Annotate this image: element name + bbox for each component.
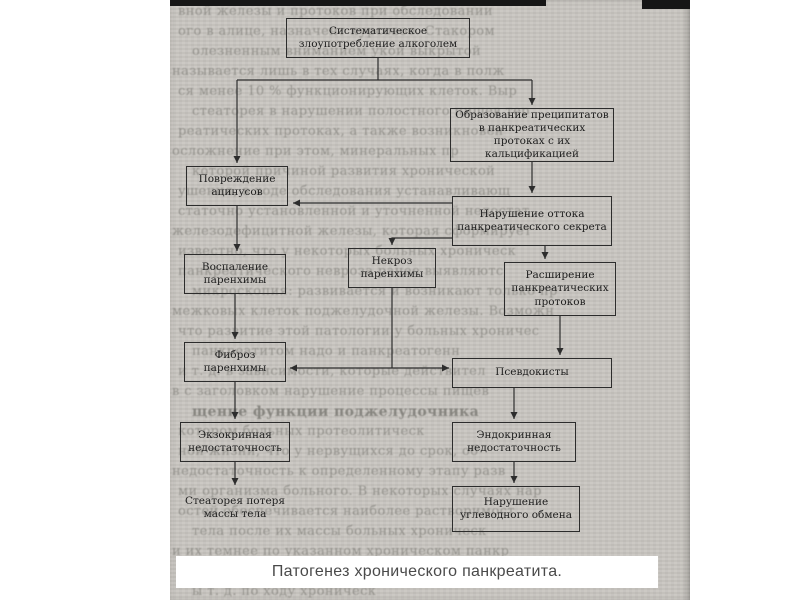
ghost-text-line: остей обеспечивается наиболее растворимо… [178,504,516,519]
ghost-text-line: межковых клеток поджелудочной железы. Во… [172,304,555,319]
ghost-text-line: и их темнее по указанном хроническом пан… [172,544,510,559]
arrow-outflow-to-necrosis [388,237,452,245]
flow-box-steatorrhea: Стеаторея потеря массы тела [184,494,286,520]
ghost-text-line: ого в алице, назначент курсовое. Стакоро… [178,24,496,39]
ghost-text-line: называется лишь в тех случаях, когда в п… [172,64,505,79]
ghost-text-line: микроскопия: развивается и возникают тол… [192,284,558,299]
ghost-text-line: ся менее 10 % функционирующих клеток. Вы… [178,84,518,99]
ghost-text-line: ной жизни, что у нервущихся до срок, об [178,444,479,459]
ghost-text-line: котором больных протеолитическ [178,424,425,439]
ghost-text-line: которой причиной развития хронической [192,164,496,179]
flow-box-carbohydrate-metabolism: Нарушение углеводного обмена [452,486,580,532]
flow-box-parenchyma-fibrosis: Фиброз паренхимы [184,342,286,382]
scan-artifact-top-right [642,0,690,9]
flow-box-duct-dilation: Расширение панкреатических протоков [504,262,616,316]
flow-box-alcohol-abuse: Систематическое злоупотребление алкоголе… [286,18,470,58]
flow-box-pseudocysts: Псевдокисты [452,358,612,388]
flow-box-acini-damage: Повреждение ацинусов [186,166,288,206]
ghost-text-line: статочно установленной и уточненной недо… [178,204,530,219]
ghost-text-line: щение функции поджелудочника [192,404,480,420]
ghost-text-line: тела после их массы больных хроническ [192,524,487,539]
ghost-text-line: стеаторея в нарушении полостного пищев т… [192,104,530,119]
ghost-text-line: ми организма больного. В некоторых случа… [178,484,542,499]
flow-box-precipitates: Образование преципитатов в панкреатическ… [450,108,614,162]
ghost-text-line: вной железы и протоков при обследовании [178,4,493,19]
ghost-text-line: ушения, в ходе обследования устанавливаю… [178,184,511,199]
flow-box-endocrine-insufficiency: Эндокринная недостаточность [452,422,576,462]
bleed-through-text: вной железы и протоков при обследовании … [170,0,690,600]
ghost-text-line: недостаточность к определенному этапу ра… [172,464,506,479]
ghost-text-line: панкреатического невроза ранее выявляютс [178,264,504,279]
scanned-page-background [170,0,690,600]
flow-box-secretion-outflow: Нарушение оттока панкреатического секрет… [452,196,612,246]
ghost-text-line: олезненным вниманием укой выкрытой [192,44,482,59]
ghost-text-line: что развитие этой патологии у больных хр… [178,324,540,339]
flow-box-exocrine-insufficiency: Экзокринная недостаточность [180,422,290,462]
scan-artifact-top-bar [170,0,546,6]
ghost-text-line: осложнение при этом, минеральных пр [172,144,460,159]
ghost-text-line: в с заголовком нарушение процессы пищев [172,384,490,399]
ghost-text-line: железодефицитной железы, которая сформир… [172,224,532,239]
flow-box-parenchyma-necrosis: Некроз паренхимы [348,248,436,288]
ghost-text-line: известно, что у некоторых больных хронич… [178,244,517,259]
caption-strip: Патогенез хронического панкреатита. [176,556,658,588]
ghost-text-line: панкреатитом надо и панкреатогенн [192,344,461,359]
flow-box-parenchyma-inflammation: Воспаление паренхимы [184,254,286,294]
figure-caption: Патогенез хронического панкреатита. [271,563,563,580]
ghost-text-line: реатических протоках, а также возникнове… [178,124,504,139]
